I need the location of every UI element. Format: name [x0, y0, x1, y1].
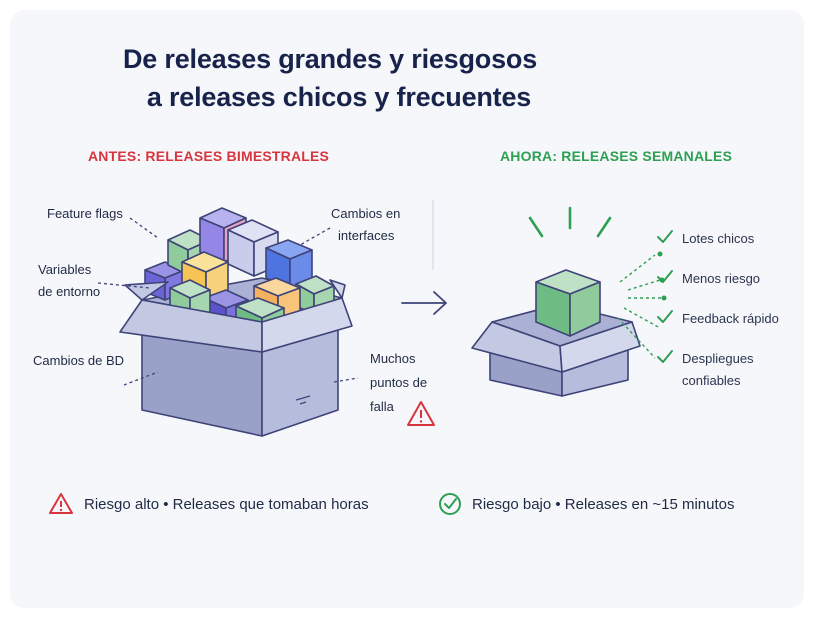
check-circle-icon	[439, 493, 461, 515]
label-variables-1: Variables	[38, 262, 92, 277]
label-db-changes: Cambios de BD	[33, 353, 125, 368]
benefit-item: Despliegues confiables	[656, 348, 754, 392]
benefit-label: Feedback rápido	[682, 311, 779, 326]
label-interfaces-2: interfaces	[338, 228, 395, 243]
check-icon	[657, 350, 673, 363]
benefit-label: Menos riesgo	[682, 271, 761, 286]
after-summary-text: Riesgo bajo • Releases en ~15 minutos	[472, 495, 735, 513]
after-heading: AHORA: RELEASES SEMANALES	[500, 148, 733, 164]
benefit-label: Despliegues confiables	[682, 348, 754, 392]
right-leader-lines	[617, 254, 664, 359]
before-heading: ANTES: RELEASES BIMESTRALES	[88, 148, 330, 164]
benefit-label-line-1: Despliegues	[682, 351, 754, 366]
warning-triangle-icon	[49, 493, 73, 514]
label-failure-1: Muchos	[370, 351, 416, 366]
highlight-rays	[528, 206, 612, 238]
left-leader-lines	[97, 217, 359, 386]
before-summary-text: Riesgo alto • Releases que tomaban horas	[84, 495, 369, 513]
label-failure-3: falla	[370, 399, 394, 414]
benefit-item: Feedback rápido	[656, 308, 779, 330]
benefit-label: Lotes chicos	[682, 231, 755, 246]
benefit-label-line-2: confiables	[682, 373, 741, 388]
check-icon	[657, 230, 673, 243]
label-variables-2: de entorno	[38, 284, 101, 299]
label-feature-flags: Feature flags	[47, 206, 123, 221]
before-summary: Riesgo alto • Releases que tomaban horas	[48, 492, 369, 516]
label-interfaces-1: Cambios en	[331, 206, 401, 221]
small-release-box	[471, 269, 641, 397]
benefit-item: Menos riesgo	[656, 268, 760, 290]
title-line-2: a releases chicos y frecuentes	[146, 82, 532, 112]
big-release-box	[119, 207, 353, 437]
arrow-right-icon	[401, 291, 447, 315]
page-title: De releases grandes y riesgosos a releas…	[0, 40, 660, 116]
check-icon	[657, 310, 673, 323]
after-summary: Riesgo bajo • Releases en ~15 minutos	[438, 492, 735, 516]
single-cube	[535, 269, 601, 337]
check-icon	[657, 270, 673, 283]
title-line-1: De releases grandes y riesgosos	[122, 44, 538, 74]
warning-triangle-icon	[407, 401, 435, 426]
benefit-item: Lotes chicos	[656, 228, 754, 250]
label-failure-2: puntos de	[370, 375, 428, 390]
